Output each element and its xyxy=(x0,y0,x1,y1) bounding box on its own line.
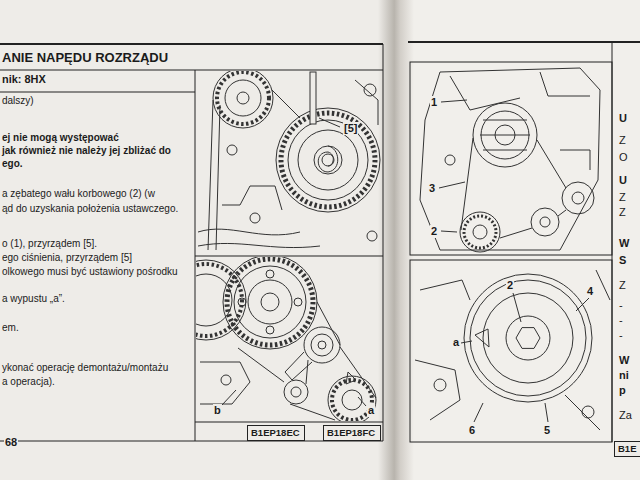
leader-line xyxy=(439,182,465,188)
crankshaft-pulley-figure xyxy=(415,270,610,430)
callout-letter: a xyxy=(367,404,375,417)
body-text: olkowego musi być ustawiony pośrodku xyxy=(2,266,178,278)
timing-belt-figure xyxy=(196,257,376,421)
callout-number: 2 xyxy=(506,279,514,292)
page-frame xyxy=(0,42,640,442)
body-text: Z xyxy=(619,279,626,292)
figure-code: B1EP18EC xyxy=(251,427,301,439)
leader-line xyxy=(545,403,548,422)
body-text: a wypustu „a”. xyxy=(2,293,65,305)
figure-code: B1E xyxy=(618,443,638,455)
body-text: Z xyxy=(619,206,626,219)
callout-number: 5 xyxy=(543,424,551,437)
callout-number: 1 xyxy=(430,96,438,109)
body-text: Z xyxy=(619,191,626,204)
callout-letter: a xyxy=(452,336,460,349)
body-text: jak również nie należy jej zbliżać do xyxy=(2,145,171,157)
leader-line xyxy=(358,397,366,406)
leader-line xyxy=(441,231,457,232)
leader-line xyxy=(576,298,589,311)
body-text: p xyxy=(619,384,626,397)
body-text: em. xyxy=(2,322,19,334)
leader-line xyxy=(513,293,521,322)
body-text: ego. xyxy=(2,158,23,170)
body-text: a operacja). xyxy=(2,376,55,388)
body-text: - xyxy=(619,299,623,312)
body-text: S xyxy=(619,254,626,267)
accessory-belt-figure xyxy=(420,68,600,252)
callout-number: 4 xyxy=(586,285,594,298)
body-text: a zębatego wału korbowego (2) (w xyxy=(2,188,155,200)
figure-code-box: B1EP18FC xyxy=(323,425,381,441)
callout-letter: b xyxy=(213,404,222,417)
body-text: ykonać operację demontażu/montażu xyxy=(2,362,168,374)
body-text: o (1), przyrządem [5]. xyxy=(2,238,97,250)
body-text: - xyxy=(619,314,623,327)
engine-code-row: nik: 8HX xyxy=(2,73,192,92)
body-text: Za xyxy=(619,409,632,422)
text-column: UZOUZZWSZ---WnipZa xyxy=(613,63,640,433)
tool-callout: [5] xyxy=(343,122,358,135)
leader-line xyxy=(319,118,340,127)
page-number: 68 xyxy=(4,436,18,449)
text-column: dalszy) ej nie mogą występowaćjak również… xyxy=(0,93,193,393)
body-text: O xyxy=(619,151,628,164)
body-text: ni xyxy=(619,369,629,382)
body-text: Z xyxy=(619,134,626,147)
figure-code-box: B1E xyxy=(614,441,640,457)
leader-line xyxy=(441,100,467,102)
leader-line xyxy=(461,341,472,343)
body-text: W xyxy=(619,354,629,367)
callout-number: 3 xyxy=(428,182,436,195)
body-text: ej nie mogą występować xyxy=(2,132,119,144)
body-text: ego ciśnienia, przyrządem [5] xyxy=(2,252,132,264)
callout-number: 6 xyxy=(468,424,476,437)
body-text: ąd do uzyskania położenia ustawczego. xyxy=(2,203,178,215)
camshaft-pulley-figure xyxy=(198,71,380,250)
body-text: W xyxy=(619,237,629,250)
body-text: U xyxy=(619,112,627,125)
figure-code-box: B1EP18EC xyxy=(247,425,305,441)
body-text: dalszy) xyxy=(2,95,34,107)
body-text: nik: 8HX xyxy=(2,73,192,86)
section-heading: ANIE NAPĘDU ROZRZĄDU xyxy=(2,50,168,66)
leader-line xyxy=(474,403,483,422)
body-text: U xyxy=(619,174,627,187)
body-text: - xyxy=(619,329,623,342)
leader-line xyxy=(222,390,236,405)
figure-code: B1EP18FC xyxy=(327,427,377,439)
callout-number: 2 xyxy=(430,225,438,238)
